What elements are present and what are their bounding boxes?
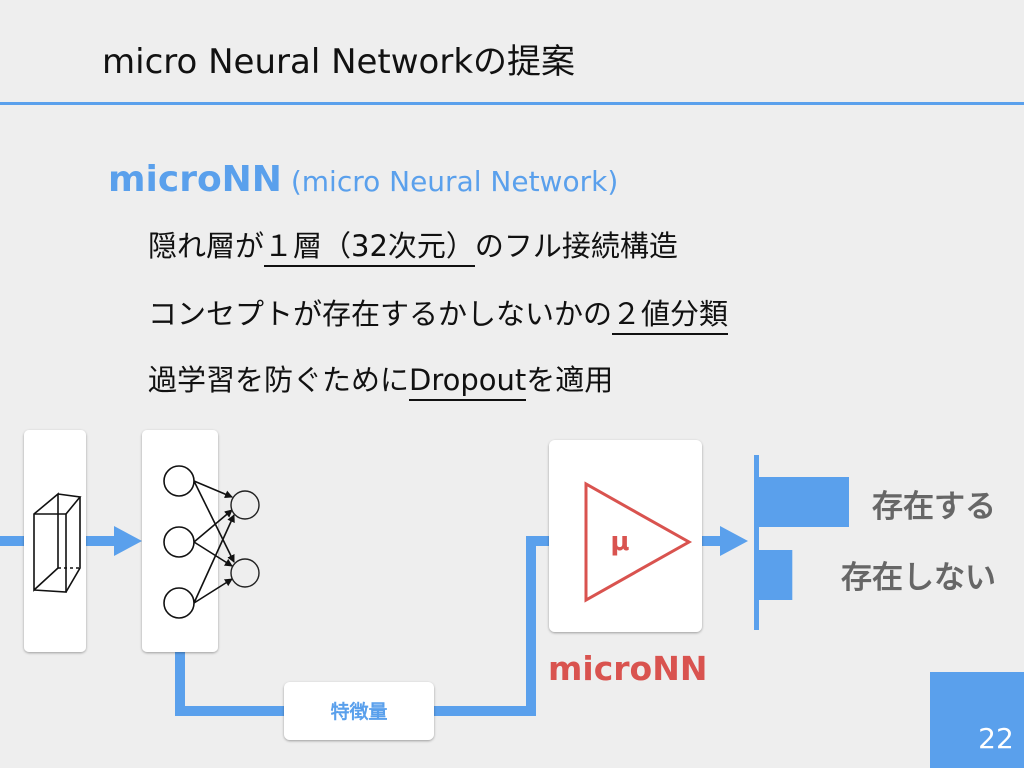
- input-connector: [0, 536, 26, 546]
- subtitle: microNN (micro Neural Network): [108, 158, 618, 201]
- neural-net-icon: [163, 465, 260, 619]
- bullet-item: コンセプトが存在するかしないかの２値分類: [148, 296, 729, 335]
- bullet-text: コンセプトが存在するかしないかの: [148, 297, 613, 331]
- output-label-not-exists: 存在しない: [841, 560, 996, 596]
- input-node: [163, 526, 195, 558]
- input-node: [163, 587, 195, 619]
- extractor-card: [24, 430, 86, 652]
- bullet-underlined: Dropout: [409, 363, 527, 401]
- arrow-extractor-to-nn: [86, 526, 142, 556]
- output-label-exists: 存在する: [872, 489, 996, 525]
- subtitle-paren: (micro Neural Network): [281, 165, 619, 198]
- bullet-item: 隠れ層が１層（32次元）のフル接続構造: [148, 228, 678, 267]
- bullet-text: のフル接続構造: [474, 229, 678, 263]
- slide-title: micro Neural Networkの提案: [102, 42, 576, 82]
- bullet-text: を適用: [526, 363, 614, 397]
- output-node: [230, 490, 260, 520]
- feature-connector-in: [175, 652, 284, 716]
- feature-label: 特徴量: [330, 700, 387, 723]
- bullet-underlined: １層（32次元）: [264, 229, 475, 267]
- page-number: 22: [978, 722, 1014, 755]
- mu-symbol: μ: [610, 527, 629, 557]
- cuboid-icon: [33, 492, 82, 593]
- output-node: [230, 558, 260, 588]
- output-bars: [759, 477, 849, 600]
- bullet-underlined: ２値分類: [612, 297, 729, 335]
- output-axis: [754, 455, 759, 630]
- output-bar-not-exists: [759, 550, 793, 600]
- micro-nn-triangle-icon: [584, 481, 693, 603]
- arrow-micro-to-output: [702, 526, 748, 556]
- bullet-text: 隠れ層が: [148, 229, 265, 263]
- input-node: [163, 465, 195, 497]
- feature-connector-out: [434, 536, 549, 716]
- micro-nn-label: microNN: [548, 649, 707, 688]
- output-bar-exists: [759, 477, 849, 527]
- title-divider: [0, 102, 1024, 105]
- bullet-item: 過学習を防ぐためにDropoutを適用: [148, 362, 614, 401]
- subtitle-main: microNN: [108, 159, 282, 200]
- feature-box: [284, 682, 434, 740]
- bullet-text: 過学習を防ぐために: [148, 363, 410, 397]
